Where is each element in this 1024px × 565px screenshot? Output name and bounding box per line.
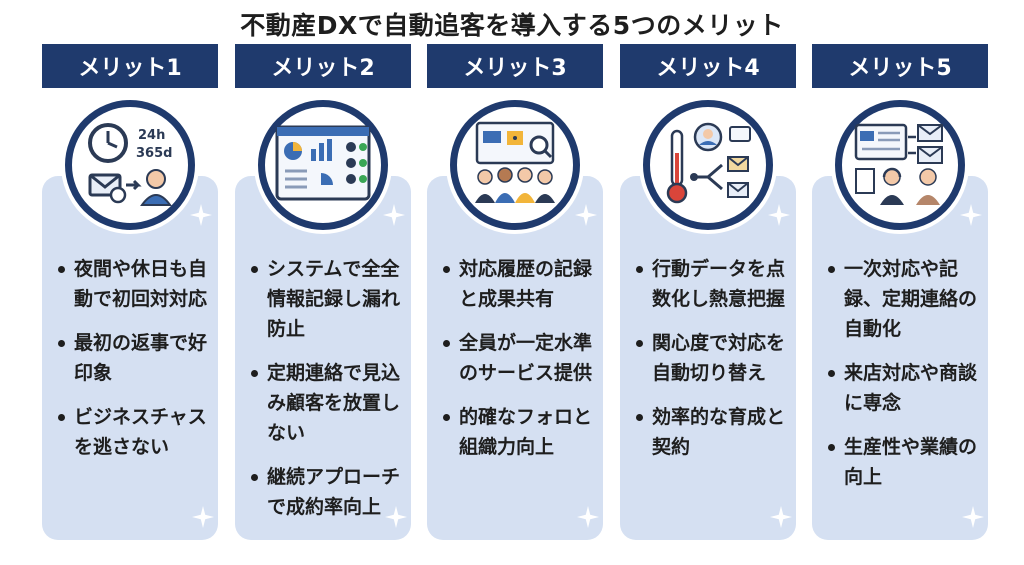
icon-text-24h: 24h [138,128,165,143]
merit-column-1: メリット1 24h 365d 夜間や休日も自動で初回対対応 最初の返事で好印象 … [42,44,218,540]
merit-point: 一次対応や記録、定期連絡の自動化 [826,254,986,344]
sparkle-icon [768,204,790,226]
merit-point: システムで全全情報記録し漏れ防止 [249,254,409,344]
merit-header-3: メリット3 [427,44,603,88]
merit-card-2 [235,176,411,540]
merit-points-2: システムで全全情報記録し漏れ防止 定期連絡で見込み顧客を放置しない 継続アプロー… [249,254,409,536]
sparkle-icon [962,506,984,528]
merit-point: 定期連絡で見込み顧客を放置しない [249,358,409,448]
sparkle-icon [190,204,212,226]
dashboard-system-icon [258,100,388,230]
sparkle-icon [383,204,405,226]
merit-point: 来店対応や商談に専念 [826,358,986,418]
merit-point: 全員が一定水準のサービス提供 [441,328,601,388]
sparkle-icon [192,506,214,528]
automation-consult-icon [835,100,965,230]
merit-card-4 [620,176,796,540]
merit-point: 生産性や業績の向上 [826,432,986,492]
merit-point: 行動データを点数化し熱意把握 [634,254,794,314]
merit-header-4: メリット4 [620,44,796,88]
thermometer-routing-icon [643,100,773,230]
merit-header-2: メリット2 [235,44,411,88]
sparkle-icon [577,506,599,528]
merit-card-3 [427,176,603,540]
icon-text-365d: 365d [136,146,172,161]
merit-column-3: メリット3 対応履歴の記録と成果共有 全員が一定水準のサービス提供 的確なフォロ… [427,44,603,540]
merit-points-1: 夜間や休日も自動で初回対対応 最初の返事で好印象 ビジネスチャスを逃さない [56,254,216,476]
merit-point: 対応履歴の記録と成果共有 [441,254,601,314]
merit-points-3: 対応履歴の記録と成果共有 全員が一定水準のサービス提供 的確なフォロと組織力向上 [441,254,601,476]
page-title: 不動産DXで自動追客を導入する5つのメリット [240,11,784,40]
merit-column-2: メリット2 システムで全全情報記録し漏れ防止 定期連絡で見込み顧客を放置しない … [235,44,411,540]
team-sharing-icon [450,100,580,230]
merit-column-5: メリット5 一次対応や記録、定期連絡の自動化 来店対応や商談に専念 生産性や業績… [812,44,988,540]
sparkle-icon [770,506,792,528]
merit-card-5 [812,176,988,540]
sparkle-icon [575,204,597,226]
merit-point: 関心度で対応を自動切り替え [634,328,794,388]
merit-column-4: メリット4 行動データを点数化し熱意把握 関心度で対応を自動切り替え 効率的な育… [620,44,796,540]
merit-point: 夜間や休日も自動で初回対対応 [56,254,216,314]
merit-point: 継続アプローチで成約率向上 [249,462,409,522]
merit-point: ビジネスチャスを逃さない [56,402,216,462]
merit-point: 的確なフォロと組織力向上 [441,402,601,462]
clock-24h-icon: 24h 365d [65,100,195,230]
merit-points-4: 行動データを点数化し熱意把握 関心度で対応を自動切り替え 効率的な育成と契約 [634,254,794,476]
sparkle-icon [960,204,982,226]
merit-card-1 [42,176,218,540]
merit-header-1: メリット1 [42,44,218,88]
merit-point: 最初の返事で好印象 [56,328,216,388]
merit-header-5: メリット5 [812,44,988,88]
merit-points-5: 一次対応や記録、定期連絡の自動化 来店対応や商談に専念 生産性や業績の向上 [826,254,986,506]
sparkle-icon [385,506,407,528]
merit-point: 効率的な育成と契約 [634,402,794,462]
